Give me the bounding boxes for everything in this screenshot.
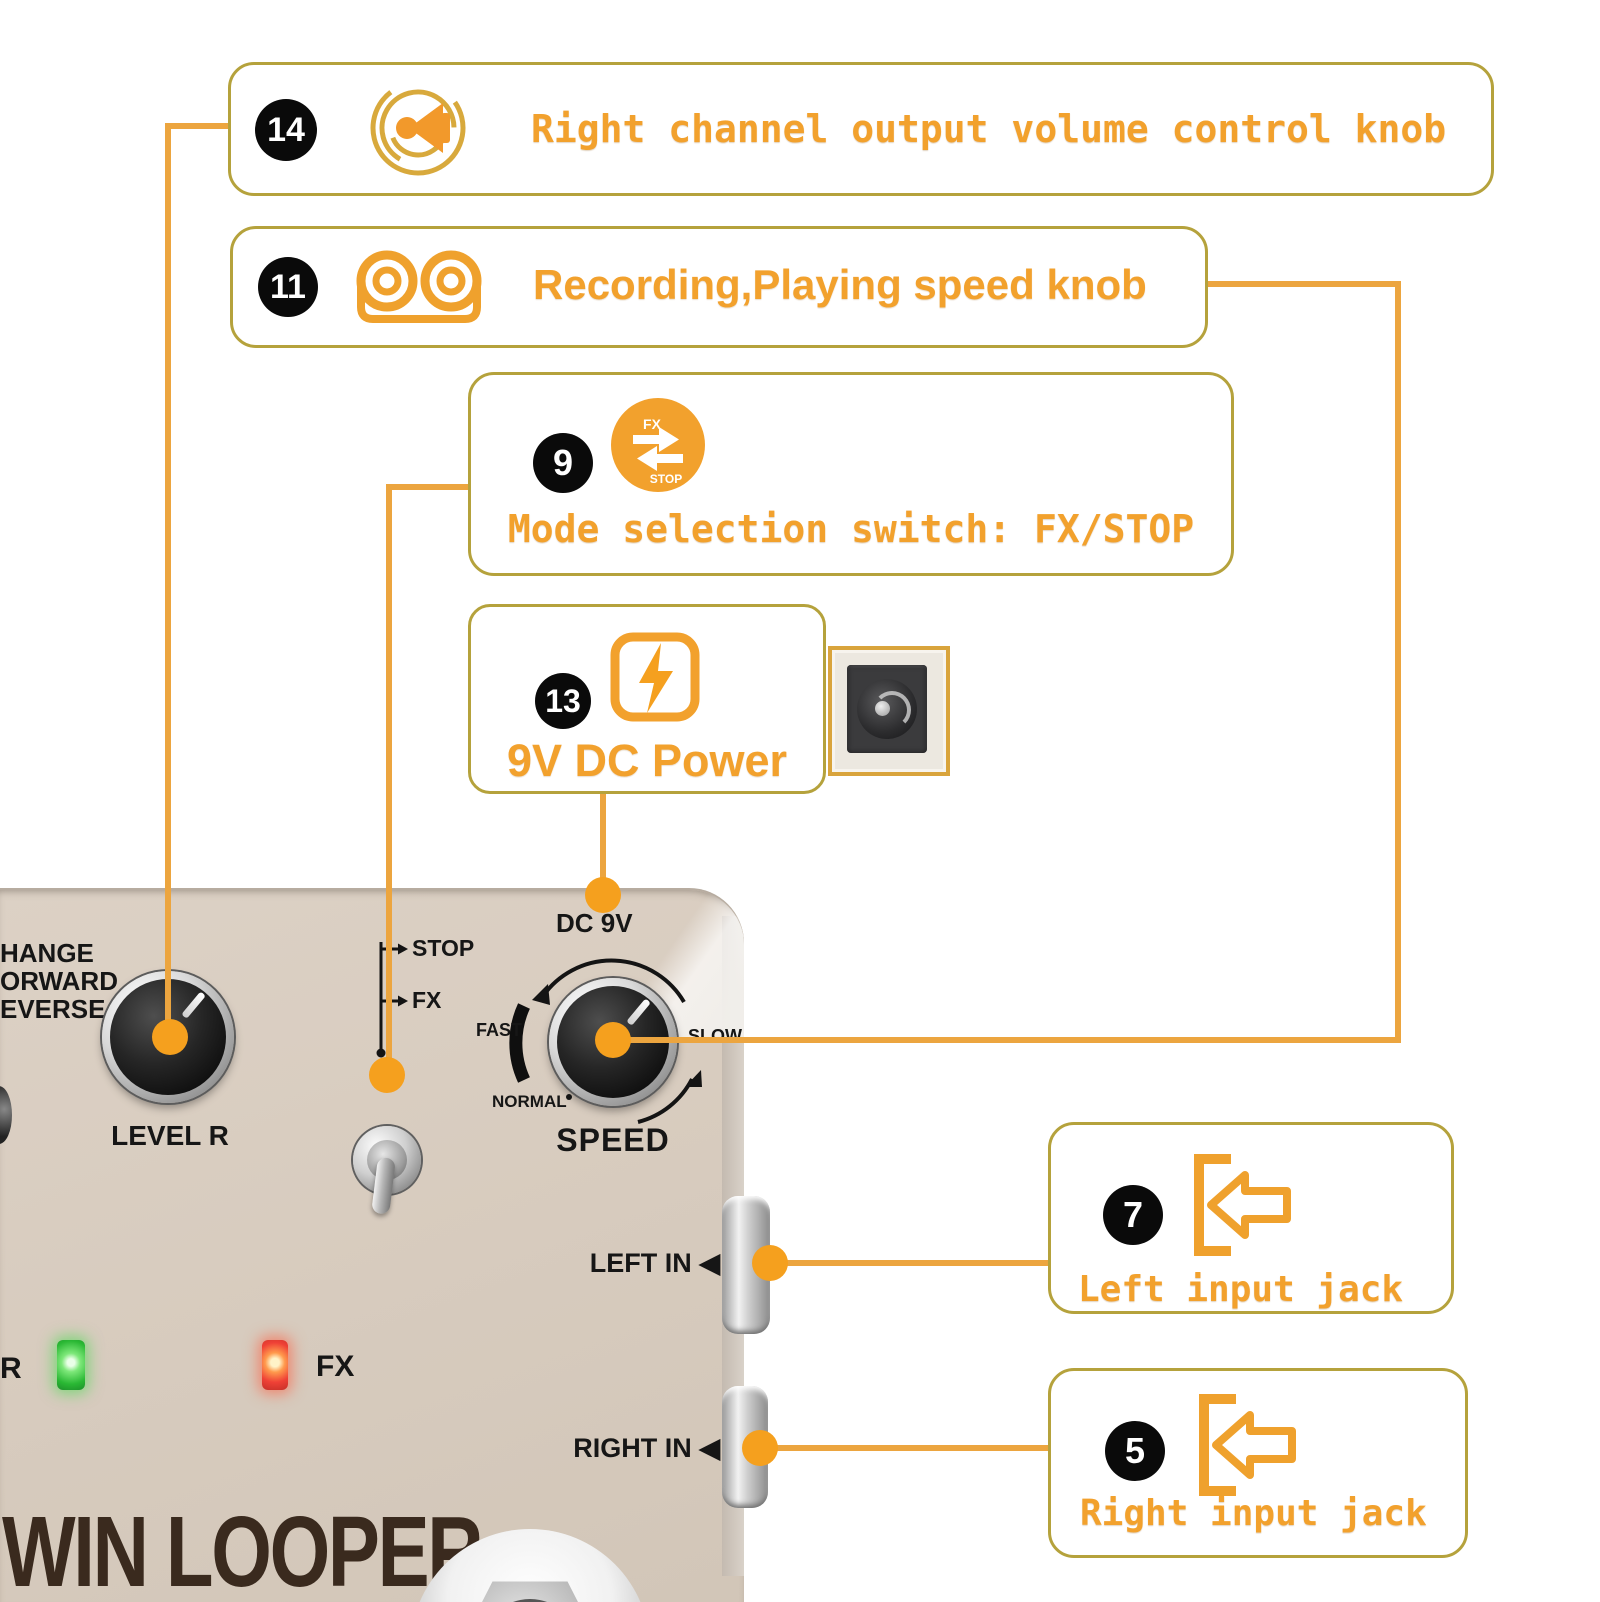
connector-line-14-h bbox=[165, 123, 231, 129]
label-reverse-partial: EVERSE bbox=[0, 994, 106, 1024]
marker-dot-right-in bbox=[742, 1430, 778, 1466]
pedal-body: HANGE ORWARD EVERSE LEVEL R STOP FX DC 9… bbox=[0, 888, 744, 1602]
footswitch-nut bbox=[458, 1581, 602, 1602]
callout-13-label: 9V DC Power bbox=[506, 735, 788, 786]
speed-dial-arcs bbox=[509, 958, 702, 1124]
marker-dot-left-in bbox=[752, 1245, 788, 1281]
label-dc-9v: DC 9V bbox=[556, 908, 633, 938]
callout-11-label: Recording,Playing speed knob bbox=[533, 261, 1147, 308]
connector-line-11-h1 bbox=[1199, 281, 1401, 287]
badge-9: 9 bbox=[533, 433, 593, 493]
connector-line-11-v bbox=[1395, 281, 1401, 1043]
dc-jack-photo bbox=[828, 646, 950, 776]
tape-reels-icon bbox=[356, 250, 482, 323]
connector-line-9-h bbox=[386, 484, 472, 490]
badge-7: 7 bbox=[1103, 1185, 1163, 1245]
callout-box-13: 13 9V DC Power bbox=[468, 604, 826, 794]
connector-line-7-h bbox=[768, 1260, 1052, 1266]
label-led-r-partial: R bbox=[0, 1352, 22, 1385]
connector-line-14-v bbox=[165, 123, 171, 1039]
connector-line-11-h2 bbox=[610, 1037, 1401, 1043]
badge-13: 13 bbox=[535, 673, 591, 729]
dc-jack-barrel bbox=[857, 679, 917, 739]
label-stop: STOP bbox=[412, 935, 475, 961]
fx-stop-arrows-icon: FX STOP bbox=[611, 398, 705, 492]
label-level-r: LEVEL R bbox=[111, 1120, 229, 1151]
marker-dot-toggle bbox=[369, 1057, 405, 1093]
badge-5: 5 bbox=[1105, 1421, 1165, 1481]
callout-5-label: Right input jack bbox=[1080, 1493, 1427, 1534]
callout-9-label: Mode selection switch: FX/STOP bbox=[507, 507, 1195, 551]
normal-position-dot bbox=[566, 1094, 572, 1100]
dc-jack-ring-highlight bbox=[873, 691, 911, 729]
callout-box-7: 7 Left input jack bbox=[1048, 1122, 1454, 1314]
callout-box-5: 5 Right input jack bbox=[1048, 1368, 1468, 1558]
fx-stop-icon-stop-text: STOP bbox=[650, 472, 682, 486]
label-right-in: RIGHT IN ◀ bbox=[573, 1433, 720, 1463]
lightning-bolt-icon bbox=[610, 632, 700, 722]
input-arrow-icon bbox=[1194, 1154, 1291, 1256]
label-change-partial: HANGE bbox=[0, 938, 94, 968]
level-l-knob-edge bbox=[0, 1086, 12, 1144]
label-forward-partial: ORWARD bbox=[0, 966, 118, 996]
green-led bbox=[57, 1340, 85, 1390]
callout-box-11: 11 Recording,Playing speed knob bbox=[230, 226, 1208, 348]
callout-box-9: 9 FX STOP Mode selection switch: FX/STOP bbox=[468, 372, 1234, 576]
marker-dot-speed bbox=[595, 1022, 631, 1058]
input-arrow-icon bbox=[1199, 1394, 1296, 1496]
badge-14: 14 bbox=[255, 99, 317, 161]
badge-11: 11 bbox=[258, 257, 318, 317]
marker-dot-dc bbox=[585, 877, 621, 913]
speaker-volume-icon bbox=[370, 80, 466, 176]
callout-7-label: Left input jack bbox=[1078, 1269, 1404, 1310]
label-normal: NORMAL bbox=[492, 1092, 567, 1111]
connector-line-5-h bbox=[758, 1445, 1052, 1451]
label-speed: SPEED bbox=[556, 1122, 670, 1158]
dc-jack-housing bbox=[847, 665, 927, 753]
toggle-position-bracket bbox=[376, 942, 408, 1058]
label-led-fx: FX bbox=[316, 1350, 355, 1383]
brand-text-partial: WIN LOOPER bbox=[2, 1496, 484, 1602]
marker-dot-level-r bbox=[152, 1019, 188, 1055]
callout-14-label: Right channel output volume control knob bbox=[531, 107, 1447, 151]
label-left-in: LEFT IN ◀ bbox=[589, 1248, 720, 1278]
label-fast: FAST bbox=[476, 1020, 523, 1040]
label-fx: FX bbox=[412, 987, 442, 1013]
dc-jack-pin bbox=[875, 701, 890, 716]
connector-line-13-v bbox=[600, 786, 606, 896]
callout-box-14: 14 Right channel output volume control k… bbox=[228, 62, 1494, 196]
red-led bbox=[262, 1340, 288, 1390]
fx-stop-icon-fx-text: FX bbox=[643, 416, 662, 432]
connector-line-9-v bbox=[386, 484, 392, 1078]
